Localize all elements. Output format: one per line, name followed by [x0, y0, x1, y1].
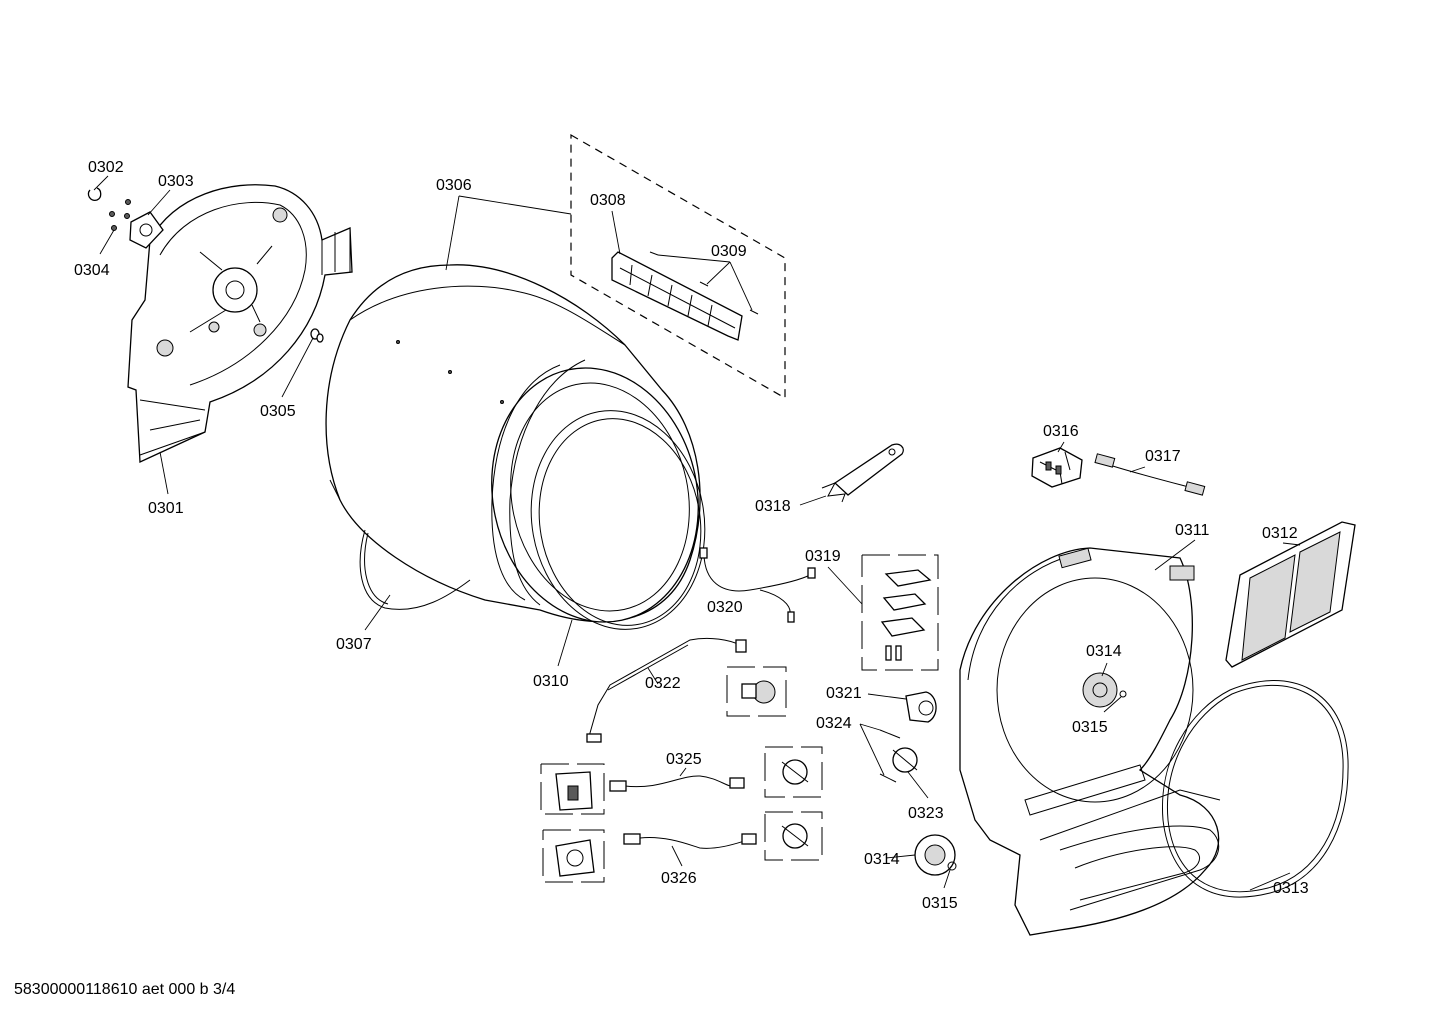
callout-0309: 0309 [711, 243, 747, 260]
part-0319-connector-set[interactable] [861, 554, 939, 671]
part-0307-felt-seal[interactable] [359, 529, 471, 610]
callout-0323: 0323 [908, 805, 944, 822]
callout-0303: 0303 [158, 173, 194, 190]
callout-0313: 0313 [1273, 880, 1309, 897]
callout-0306: 0306 [436, 177, 472, 194]
part-0310-front-seal[interactable] [514, 397, 722, 644]
part-0308-drum-paddle[interactable] [611, 251, 743, 341]
part-0311-front-shield[interactable] [959, 547, 1221, 936]
part-0303-bearing-plate[interactable] [129, 211, 164, 249]
callout-0318: 0318 [755, 498, 791, 515]
callout-0304: 0304 [74, 262, 110, 279]
callout-0319: 0319 [805, 548, 841, 565]
part-0325-wire[interactable] [609, 775, 745, 792]
callout-0314-upper: 0314 [1086, 643, 1122, 660]
part-0325-boxed-sensor[interactable] [764, 746, 823, 798]
part-0315b-clip[interactable] [947, 861, 957, 871]
part-0301-rear-shield[interactable] [127, 184, 353, 463]
callout-0317: 0317 [1145, 448, 1181, 465]
callout-0311: 0311 [1175, 522, 1210, 539]
callout-0322: 0322 [645, 675, 681, 692]
part-0313-belt[interactable] [1161, 680, 1349, 898]
callout-0305: 0305 [260, 403, 296, 420]
part-0321-sensor[interactable] [905, 691, 937, 723]
part-0315a-clip[interactable] [1119, 690, 1127, 698]
callout-0312: 0312 [1262, 525, 1298, 542]
part-0322-ntc-cable[interactable] [586, 637, 747, 743]
part-0305-washer[interactable] [310, 328, 324, 343]
callout-0301: 0301 [148, 500, 184, 517]
part-0317-cable[interactable] [1094, 453, 1206, 496]
callout-0302: 0302 [88, 159, 124, 176]
callout-0326: 0326 [661, 870, 697, 887]
part-0306-drum[interactable] [325, 264, 721, 642]
part-0302-clip[interactable] [87, 187, 102, 201]
callout-0315-upper: 0315 [1072, 719, 1108, 736]
callout-labels: 0302 0303 0304 0301 0305 0306 0307 0308 … [74, 159, 1309, 912]
part-0318-sensor-bracket[interactable] [821, 443, 904, 503]
part-0309-screws[interactable] [649, 251, 759, 315]
part-0322-boxed-sensor[interactable] [726, 666, 787, 717]
drawing-reference-number: 58300000118610 aet 000 b 3/4 [14, 981, 236, 998]
part-0324-screws[interactable] [879, 729, 901, 783]
callout-0314-lower: 0314 [864, 851, 900, 868]
callout-0310: 0310 [533, 673, 569, 690]
callout-0321: 0321 [826, 685, 862, 702]
part-0320-sensor-wire[interactable] [699, 547, 816, 623]
callout-0315-lower: 0315 [922, 895, 958, 912]
part-0312-lint-filter[interactable] [1225, 521, 1356, 668]
callout-0308: 0308 [590, 192, 626, 209]
part-0304-screws[interactable] [109, 199, 131, 231]
part-0323-thermostat[interactable] [892, 747, 918, 773]
part-0326-boxed-module[interactable] [542, 829, 605, 883]
callout-0307: 0307 [336, 636, 372, 653]
callout-0324: 0324 [816, 715, 852, 732]
leader-lines [93, 175, 1301, 891]
part-0326-boxed-sensor[interactable] [764, 811, 823, 861]
callout-0325: 0325 [666, 751, 702, 768]
part-0326-wire[interactable] [623, 833, 757, 849]
part-0316-connector-block[interactable] [1031, 447, 1083, 488]
callout-0316: 0316 [1043, 423, 1079, 440]
part-0325-boxed-module[interactable] [540, 763, 605, 815]
callout-0320: 0320 [707, 599, 743, 616]
